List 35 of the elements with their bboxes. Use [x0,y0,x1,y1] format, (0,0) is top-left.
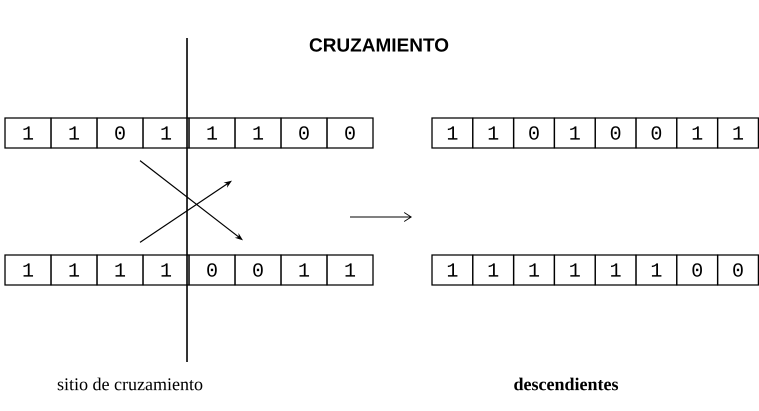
gene-cell: 0 [280,117,328,149]
gene-cell: 1 [431,117,474,149]
gene-cell: 1 [554,254,596,286]
gene-cell: 1 [472,117,514,149]
gene-cell: 0 [96,117,144,149]
gene-cell: 1 [635,254,678,286]
gene-cell: 0 [326,117,374,149]
gene-cell: 1 [280,254,328,286]
gene-cell: 1 [50,254,98,286]
gene-cell: 1 [326,254,374,286]
gene-cell: 0 [188,254,236,286]
gene-cell: 0 [716,254,759,286]
gene-cell: 1 [50,117,98,149]
gene-cell: 1 [142,117,190,149]
gene-cell: 0 [234,254,282,286]
gene-cell: 0 [676,254,718,286]
gene-cell: 0 [594,117,637,149]
gene-cell: 0 [635,117,678,149]
gene-cell: 1 [554,117,596,149]
caption: descendientes [514,378,618,390]
gene-cell: 1 [472,254,514,286]
gene-cell: 1 [716,117,759,149]
gene-cell: 0 [512,117,556,149]
gene-cell: 1 [512,254,556,286]
gene-cell: 1 [4,254,52,286]
gene-cell: 1 [4,117,52,149]
gene-cell: 1 [96,254,144,286]
gene-cell: 1 [431,254,474,286]
gene-cell: 1 [594,254,637,286]
gene-cell: 1 [142,254,190,286]
gene-cell: 1 [234,117,282,149]
gene-cell: 1 [188,117,236,149]
caption: sitio de cruzamiento [58,378,202,390]
title: CRUZAMIENTO [310,38,448,52]
gene-cell: 1 [676,117,718,149]
